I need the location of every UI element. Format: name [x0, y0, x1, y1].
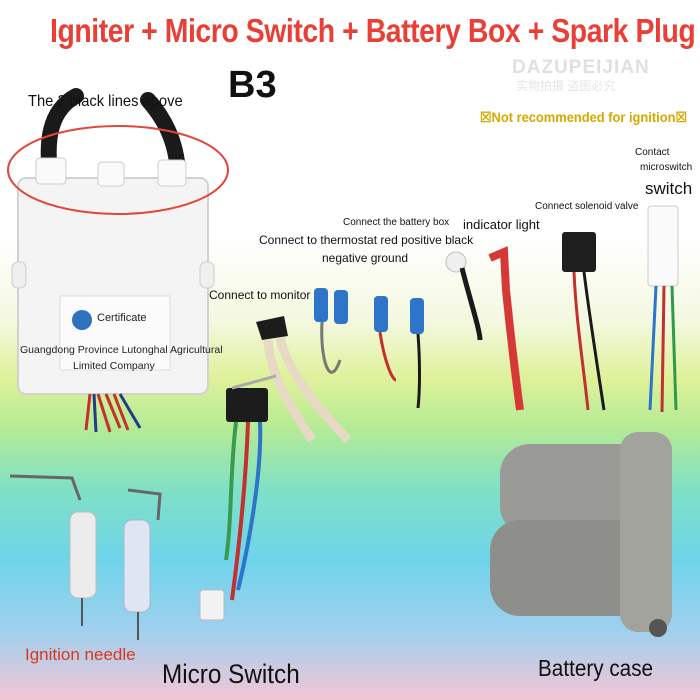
ignition-needle-1: [69, 511, 97, 599]
igniter-terminal-3: [157, 159, 187, 187]
igniter-terminal-2: [97, 161, 125, 187]
battery-tube-bottom: [490, 520, 646, 616]
watermark-brand: DAZUPEIJIAN: [512, 57, 650, 78]
certificate-company: Guangdong Province Lutonghal Agricultura…: [20, 344, 223, 356]
model-code: B3: [228, 64, 277, 106]
page-title: Igniter + Micro Switch + Battery Box + S…: [50, 12, 696, 49]
spade-terminal-3: [374, 296, 388, 332]
solenoid-connector: [562, 232, 596, 272]
monitor-connector: [256, 316, 288, 340]
igniter-tab-right: [199, 261, 215, 289]
certificate-sticker: [59, 295, 171, 371]
watermark-subtext: 实物拍摄 盗图必究: [516, 79, 616, 93]
battery-end-cap: [620, 432, 672, 632]
label-negative-ground: negative ground: [322, 251, 409, 265]
label-battery-case: Battery case: [538, 655, 654, 681]
spade-terminal-4: [410, 298, 424, 334]
highlight-ellipse: [7, 125, 229, 215]
certificate-company-suffix: Limited Company: [73, 360, 155, 372]
label-microswitch: microswitch: [640, 162, 693, 173]
micro-switch-body: [226, 388, 268, 422]
microswitch-connector: [647, 205, 679, 287]
igniter-bottom-wires: [84, 393, 130, 433]
label-black-lines: The 2 black lines above: [28, 93, 183, 110]
spade-terminal-1: [314, 288, 328, 322]
certificate-title: Certificate: [97, 312, 147, 324]
battery-screw: [649, 619, 667, 637]
igniter-tab-left: [11, 261, 27, 289]
certificate-logo: [72, 310, 92, 330]
label-indicator: indicator light: [463, 217, 540, 232]
battery-tube-top: [500, 444, 650, 536]
spade-terminal-2: [334, 290, 348, 324]
igniter-terminal-1: [35, 157, 67, 185]
indicator-light: [445, 251, 467, 273]
label-ignition-needle: Ignition needle: [25, 645, 136, 664]
label-solenoid: Connect solenoid valve: [535, 201, 639, 212]
label-switch: switch: [645, 179, 693, 198]
label-not-recommended: ☒Not recommended for ignition☒: [480, 109, 687, 125]
label-micro-switch: Micro Switch: [162, 659, 300, 689]
label-monitor: Connect to monitor: [209, 288, 311, 302]
label-contact: Contact: [635, 147, 670, 158]
label-thermostat: Connect to thermostat red positive black: [259, 233, 474, 247]
red-sleeve-wire: [488, 246, 524, 411]
ignition-needle-2: [123, 519, 151, 613]
micro-switch-plug: [199, 589, 225, 621]
label-battery-box: Connect the battery box: [343, 217, 450, 228]
